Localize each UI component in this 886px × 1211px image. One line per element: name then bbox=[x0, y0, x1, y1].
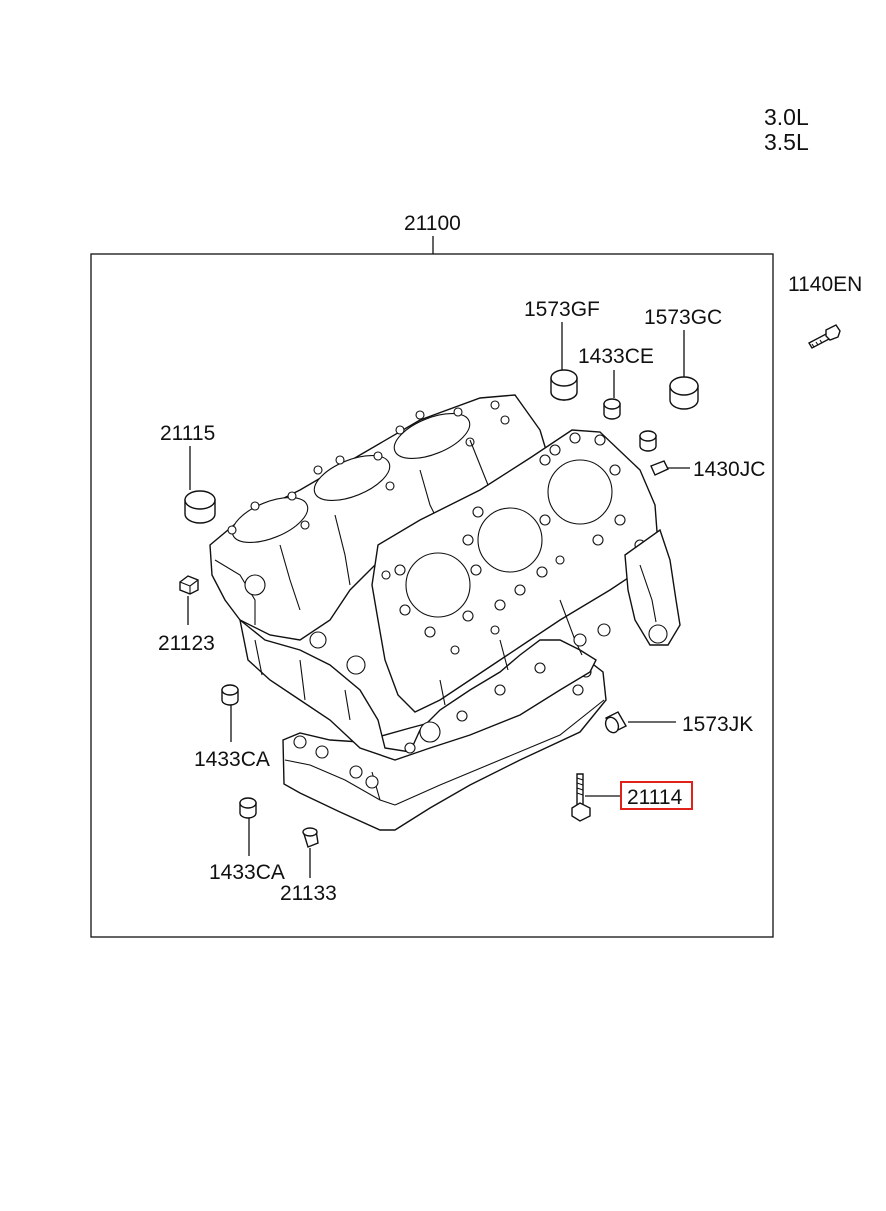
bolt-21114-icon bbox=[571, 773, 591, 822]
bolt-1140EN-icon bbox=[808, 324, 841, 349]
callout-1573GF[interactable]: 1573GF bbox=[524, 298, 600, 321]
dowel-1433CE-icon bbox=[603, 398, 621, 420]
callout-21123[interactable]: 21123 bbox=[158, 632, 215, 655]
assembly-frame bbox=[90, 253, 774, 938]
callout-1433CA-lower[interactable]: 1433CA bbox=[209, 861, 285, 884]
highlight-21114[interactable] bbox=[620, 781, 693, 810]
engine-variant-3-5l: 3.5L bbox=[764, 129, 809, 155]
callout-1573GC[interactable]: 1573GC bbox=[644, 306, 722, 329]
callout-21115[interactable]: 21115 bbox=[160, 422, 215, 445]
callout-1140EN[interactable]: 1140EN bbox=[788, 273, 862, 296]
plug-1573GC-icon bbox=[669, 376, 699, 410]
cylinder-block-illustration bbox=[209, 394, 681, 831]
callout-1433CE[interactable]: 1433CE bbox=[578, 345, 654, 368]
pin-1430JC-icon bbox=[650, 460, 669, 476]
dowel-1433CA-upper-icon bbox=[221, 684, 239, 706]
plug-1573JK-icon bbox=[604, 711, 627, 734]
plug-1573GF-icon bbox=[550, 369, 578, 401]
callout-1573JK[interactable]: 1573JK bbox=[682, 713, 753, 736]
callout-21114[interactable]: 21114 bbox=[627, 786, 683, 809]
engine-variant-3-0l: 3.0L bbox=[764, 104, 809, 130]
callout-1430JC[interactable]: 1430JC bbox=[693, 458, 765, 481]
dowel-icon bbox=[639, 430, 657, 452]
dowel-1433CA-lower-icon bbox=[239, 797, 257, 819]
plug-21115-icon bbox=[184, 490, 216, 524]
bolt-21123-icon bbox=[179, 575, 199, 595]
callout-21133[interactable]: 21133 bbox=[280, 882, 337, 905]
plug-21133-icon bbox=[302, 827, 319, 848]
callout-1433CA-upper[interactable]: 1433CA bbox=[194, 748, 270, 771]
assembly-label[interactable]: 21100 bbox=[404, 212, 461, 235]
